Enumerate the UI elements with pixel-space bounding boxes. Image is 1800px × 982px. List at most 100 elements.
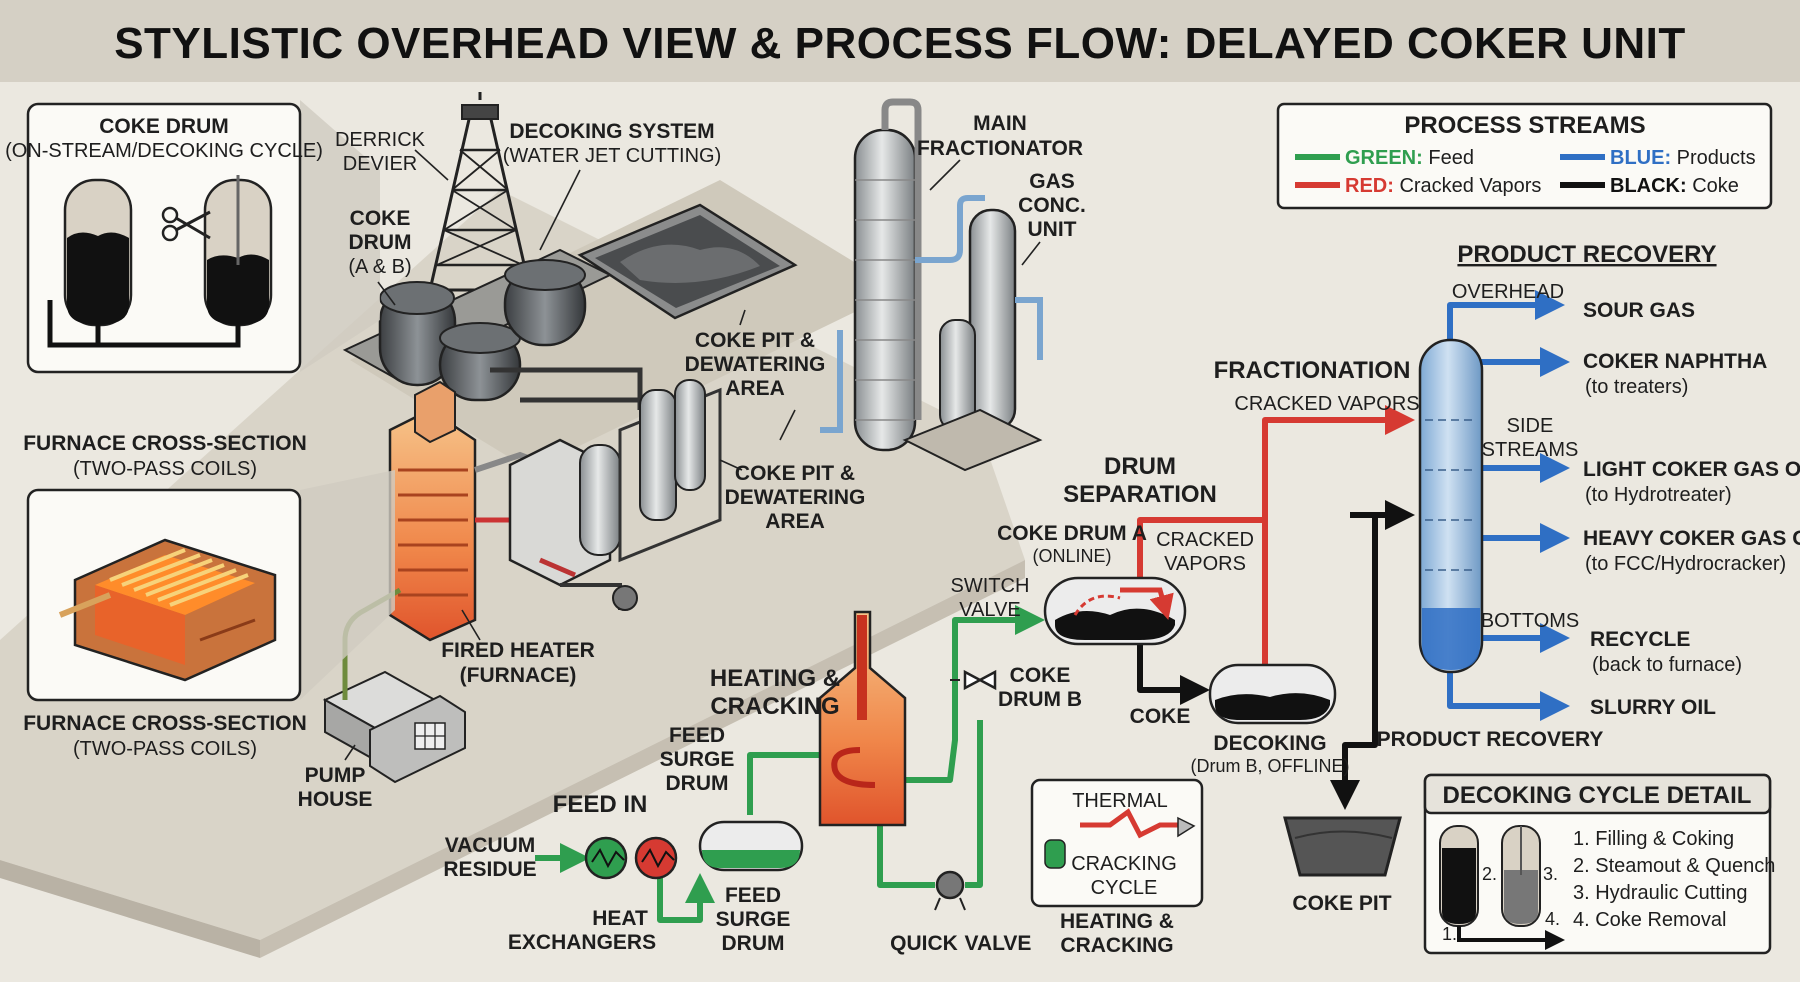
label-vapors: VAPORS [1164, 553, 1246, 575]
decoking-detail-title: DECOKING CYCLE DETAIL [1443, 782, 1752, 809]
fractionator-column-icon [1418, 338, 1484, 674]
product-name: COKER NAPHTHA [1583, 350, 1767, 373]
flow-labels: FEED IN VACUUM RESIDUE HEAT EXCHANGERS F… [443, 357, 1419, 955]
flow-feed-section [584, 820, 804, 880]
label-coke-drum-a: COKE DRUM A [997, 522, 1147, 545]
label-main-fractionator-2: FRACTIONATOR [917, 137, 1083, 160]
page-title: STYLISTIC OVERHEAD VIEW & PROCESS FLOW: … [114, 19, 1686, 68]
title-bar [0, 0, 1800, 82]
product-name: HEAVY COKER GAS OIL [1583, 527, 1800, 550]
label-coke-b-2: DRUM B [998, 688, 1082, 711]
legend: PROCESS STREAMS GREEN: Feed BLUE: Produc… [1276, 102, 1773, 210]
legend-item-red: RED: Cracked Vapors [1345, 175, 1541, 197]
label-decoking-system: DECOKING SYSTEM [509, 120, 714, 143]
label-pump-house-1: PUMP [305, 764, 366, 787]
label-thermal: THERMAL [1072, 790, 1168, 812]
label-coke-pit-2c: AREA [765, 510, 825, 533]
flow-coke-pit [1283, 816, 1402, 877]
label-derrick: DERRICK [335, 129, 426, 151]
label-coke-b-1: COKE [1010, 664, 1071, 687]
label-surge-top-1: FEED [669, 724, 725, 747]
decoking-step: 2. Steamout & Quench [1573, 855, 1775, 877]
coke-pit-icon [1283, 816, 1402, 877]
label-switch-valve: VALVE [959, 599, 1021, 621]
legend-item-blue: BLUE: Products [1610, 147, 1756, 169]
label-devier: DEVIER [343, 153, 417, 175]
label-heating-cracking-bottom-1: HEATING & [1060, 910, 1174, 933]
decoking-step: 4. Coke Removal [1573, 909, 1726, 931]
label-coke-drum-3: (A & B) [348, 256, 411, 278]
label-coke-pit-1a: COKE PIT & [695, 329, 815, 352]
label-water-jet: (WATER JET CUTTING) [503, 145, 722, 167]
label-separation: SEPARATION [1063, 481, 1217, 508]
label-vacuum: VACUUM [445, 834, 536, 857]
inset-furnace: FURNACE CROSS-SECTION (TWO-PASS COILS) F… [23, 432, 395, 760]
product-note: (to FCC/Hydrocracker) [1585, 553, 1786, 575]
product-note: (to Hydrotreater) [1585, 484, 1732, 506]
label-switch: SWITCH [951, 575, 1030, 597]
label-gas-conc-3: UNIT [1028, 218, 1077, 241]
label-heat: HEAT [592, 907, 648, 930]
product-recovery-title: PRODUCT RECOVERY [1457, 241, 1716, 268]
heat-exchanger-1-icon [584, 836, 628, 880]
label-coke-pit-1b: DEWATERING [685, 353, 826, 376]
product-name: SLURRY OIL [1590, 696, 1716, 719]
label-online: (ONLINE) [1032, 546, 1111, 566]
label-product-recovery-bottom: PRODUCT RECOVERY [1377, 728, 1604, 751]
decoking-marker-3: 3. [1543, 864, 1558, 884]
flow-fractionator [1418, 338, 1484, 674]
label-bottoms: BOTTOMS [1481, 610, 1580, 632]
label-side: SIDE [1507, 415, 1554, 437]
legend-item-black: BLACK: Coke [1610, 175, 1739, 197]
decoking-marker-2: 2. [1482, 864, 1497, 884]
furnace-inset-bottom-title: FURNACE CROSS-SECTION [23, 712, 307, 735]
label-residue: RESIDUE [443, 858, 536, 881]
furnace-inset-bottom-subtitle: (TWO-PASS COILS) [73, 738, 257, 760]
label-fired-heater-1: FIRED HEATER [441, 639, 595, 662]
product-note: (to treaters) [1585, 376, 1688, 398]
label-overhead: OVERHEAD [1452, 281, 1564, 303]
label-exchangers: EXCHANGERS [508, 931, 656, 954]
product-name: RECYCLE [1590, 628, 1690, 651]
quick-valve-pump-icon [935, 870, 965, 900]
pump-house [322, 587, 466, 784]
label-fractionation: FRACTIONATION [1214, 357, 1411, 384]
heat-exchanger-2-icon [634, 836, 678, 880]
fired-heater-overhead [388, 380, 562, 642]
decoking-marker-1: 1. [1442, 924, 1457, 944]
label-surge-top-2: SURGE [660, 748, 735, 771]
legend-title: PROCESS STREAMS [1404, 112, 1645, 139]
coke-drums-overhead [342, 248, 690, 410]
flow-heater [818, 610, 907, 827]
label-surge-bot-3: DRUM [722, 932, 785, 955]
label-coke-pit-1c: AREA [725, 377, 785, 400]
label-cracking: CRACKING [710, 693, 839, 720]
decoking-step: 3. Hydraulic Cutting [1573, 882, 1748, 904]
label-gas-conc-2: CONC. [1018, 194, 1086, 217]
product-note: (back to furnace) [1592, 654, 1742, 676]
label-drum-b-offline: (Drum B, OFFLINE) [1190, 756, 1349, 776]
furnace-inset-top-title: FURNACE CROSS-SECTION [23, 432, 307, 455]
main-fractionator-overhead [820, 98, 1043, 472]
label-coke-drum-2: DRUM [349, 231, 412, 254]
decoking-marker-4: 4. [1545, 909, 1560, 929]
product-name: SOUR GAS [1583, 299, 1695, 322]
inset-coke-drum-subtitle: (ON-STREAM/DECOKING CYCLE) [5, 140, 323, 162]
label-surge-top-3: DRUM [666, 772, 729, 795]
label-thermal-cracking: CRACKING [1071, 853, 1177, 875]
label-coke: COKE [1130, 705, 1191, 728]
flow-valves [934, 669, 997, 911]
label-thermal-cycle: CYCLE [1091, 877, 1158, 899]
plant-labels: DERRICK DEVIER DECOKING SYSTEM (WATER JE… [298, 112, 1086, 811]
label-pump-house-2: HOUSE [298, 788, 373, 811]
label-coke-drum-1: COKE [350, 207, 411, 230]
label-coke-pit-2b: DEWATERING [725, 486, 866, 509]
legend-item-green: GREEN: Feed [1345, 147, 1474, 169]
scissors-icon [161, 206, 211, 242]
label-coke-pit-2a: COKE PIT & [735, 462, 855, 485]
process-pipes [535, 290, 1570, 923]
label-heating: HEATING & [710, 665, 840, 692]
process-equipment-overhead [508, 379, 722, 611]
